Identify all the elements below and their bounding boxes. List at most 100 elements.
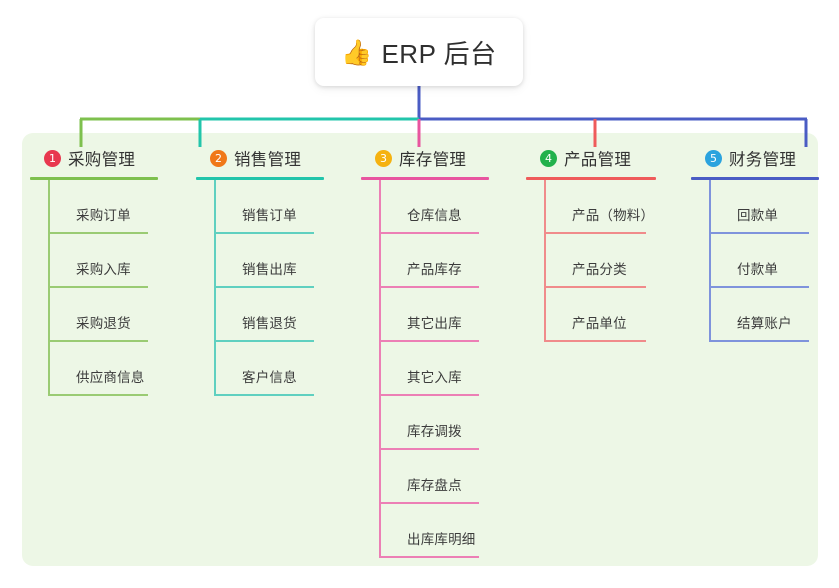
branch-number-badge: 4 xyxy=(540,149,557,167)
leaf-underline xyxy=(214,340,314,342)
leaf-node[interactable]: 采购订单 xyxy=(48,180,178,234)
branch-header-3[interactable]: 3 库存管理 xyxy=(361,146,509,170)
branch-underline xyxy=(196,177,324,180)
branch-title: 采购管理 xyxy=(68,151,136,169)
leaf-label: 付款单 xyxy=(737,262,779,277)
leaf-underline xyxy=(214,232,314,234)
leaf-underline xyxy=(379,394,479,396)
branch-title: 产品管理 xyxy=(564,151,632,169)
branch-2[interactable]: 2 销售管理销售订单销售出库销售退货客户信息 xyxy=(196,146,344,396)
leaf-underline xyxy=(48,394,148,396)
leaf-label: 其它出库 xyxy=(407,316,462,331)
leaf-node[interactable]: 产品分类 xyxy=(544,234,676,288)
branch-title: 库存管理 xyxy=(399,151,467,169)
leaf-node[interactable]: 仓库信息 xyxy=(379,180,509,234)
leaf-underline xyxy=(544,286,646,288)
branch-header-5[interactable]: 5 财务管理 xyxy=(691,146,839,170)
leaf-spine xyxy=(709,288,711,342)
leaf-spine xyxy=(379,234,381,288)
leaf-node[interactable]: 出库库明细 xyxy=(379,504,509,558)
leaf-underline xyxy=(379,448,479,450)
leaf-spine xyxy=(544,234,546,288)
leaf-label: 客户信息 xyxy=(242,370,297,385)
leaf-spine xyxy=(48,342,50,396)
leaf-spine xyxy=(48,180,50,234)
leaf-node[interactable]: 销售出库 xyxy=(214,234,344,288)
leaf-label: 结算账户 xyxy=(737,316,792,331)
leaf-underline xyxy=(214,394,314,396)
branch-number-badge: 1 xyxy=(44,149,61,167)
branch-header-2[interactable]: 2 销售管理 xyxy=(196,146,344,170)
leaf-spine xyxy=(48,288,50,342)
branch-4[interactable]: 4 产品管理产品（物料） 产品分类产品单位 xyxy=(526,146,676,342)
branch-underline xyxy=(361,177,489,180)
leaf-label: 产品分类 xyxy=(572,262,627,277)
branch-title: 销售管理 xyxy=(234,151,302,169)
leaf-node[interactable]: 付款单 xyxy=(709,234,839,288)
branches-panel xyxy=(22,133,818,566)
branch-title: 财务管理 xyxy=(729,151,797,169)
leaf-spine xyxy=(379,342,381,396)
root-node-label: ERP 后台 xyxy=(381,38,497,69)
leaf-underline xyxy=(379,340,479,342)
branch-5[interactable]: 5 财务管理回款单付款单结算账户 xyxy=(691,146,839,342)
leaf-underline xyxy=(48,340,148,342)
leaf-spine xyxy=(544,180,546,234)
leaf-underline xyxy=(214,286,314,288)
leaf-node[interactable]: 采购入库 xyxy=(48,234,178,288)
leaf-label: 仓库信息 xyxy=(407,208,462,223)
leaf-node[interactable]: 销售订单 xyxy=(214,180,344,234)
branch-number-badge: 2 xyxy=(210,149,227,167)
leaf-node[interactable]: 库存调拨 xyxy=(379,396,509,450)
leaf-node[interactable]: 采购退货 xyxy=(48,288,178,342)
leaf-spine xyxy=(214,180,216,234)
leaf-node[interactable]: 产品（物料） xyxy=(544,180,676,234)
branch-3[interactable]: 3 库存管理仓库信息产品库存其它出库其它入库库存调拨库存盘点出库库明细 xyxy=(361,146,509,558)
leaf-spine xyxy=(379,450,381,504)
leaf-node[interactable]: 客户信息 xyxy=(214,342,344,396)
leaf-label: 回款单 xyxy=(737,208,779,223)
branch-children: 销售订单销售出库销售退货客户信息 xyxy=(196,180,344,396)
leaf-label: 库存调拨 xyxy=(407,424,462,439)
leaf-spine xyxy=(214,342,216,396)
leaf-label: 采购退货 xyxy=(76,316,131,331)
leaf-underline xyxy=(709,232,809,234)
leaf-label: 其它入库 xyxy=(407,370,462,385)
branch-number-badge: 3 xyxy=(375,149,392,167)
branch-header-4[interactable]: 4 产品管理 xyxy=(526,146,676,170)
leaf-spine xyxy=(379,180,381,234)
leaf-spine xyxy=(379,288,381,342)
leaf-node[interactable]: 其它入库 xyxy=(379,342,509,396)
root-node[interactable]: 👍 ERP 后台 xyxy=(315,18,523,86)
leaf-underline xyxy=(379,232,479,234)
branch-header-1[interactable]: 1 采购管理 xyxy=(30,146,178,170)
leaf-label: 库存盘点 xyxy=(407,478,462,493)
branch-children: 采购订单采购入库采购退货供应商信息 xyxy=(30,180,178,396)
leaf-node[interactable]: 其它出库 xyxy=(379,288,509,342)
branch-underline xyxy=(691,177,819,180)
leaf-label: 销售退货 xyxy=(242,316,297,331)
leaf-underline xyxy=(709,340,809,342)
leaf-node[interactable]: 产品单位 xyxy=(544,288,676,342)
leaf-underline xyxy=(379,286,479,288)
leaf-node[interactable]: 结算账户 xyxy=(709,288,839,342)
branch-number-badge: 5 xyxy=(705,149,722,167)
leaf-node[interactable]: 供应商信息 xyxy=(48,342,178,396)
leaf-spine xyxy=(709,234,711,288)
leaf-underline xyxy=(48,232,148,234)
branch-children: 产品（物料） 产品分类产品单位 xyxy=(526,180,676,342)
branch-children: 回款单付款单结算账户 xyxy=(691,180,839,342)
leaf-label: 采购订单 xyxy=(76,208,131,223)
leaf-label: 产品单位 xyxy=(572,316,627,331)
leaf-label: 产品库存 xyxy=(407,262,462,277)
leaf-node[interactable]: 回款单 xyxy=(709,180,839,234)
thumbs-up-icon: 👍 xyxy=(341,37,373,67)
leaf-node[interactable]: 销售退货 xyxy=(214,288,344,342)
leaf-label: 出库库明细 xyxy=(407,532,476,547)
leaf-underline xyxy=(544,232,646,234)
branch-1[interactable]: 1 采购管理采购订单采购入库采购退货供应商信息 xyxy=(30,146,178,396)
leaf-node[interactable]: 产品库存 xyxy=(379,234,509,288)
leaf-label: 采购入库 xyxy=(76,262,131,277)
leaf-node[interactable]: 库存盘点 xyxy=(379,450,509,504)
